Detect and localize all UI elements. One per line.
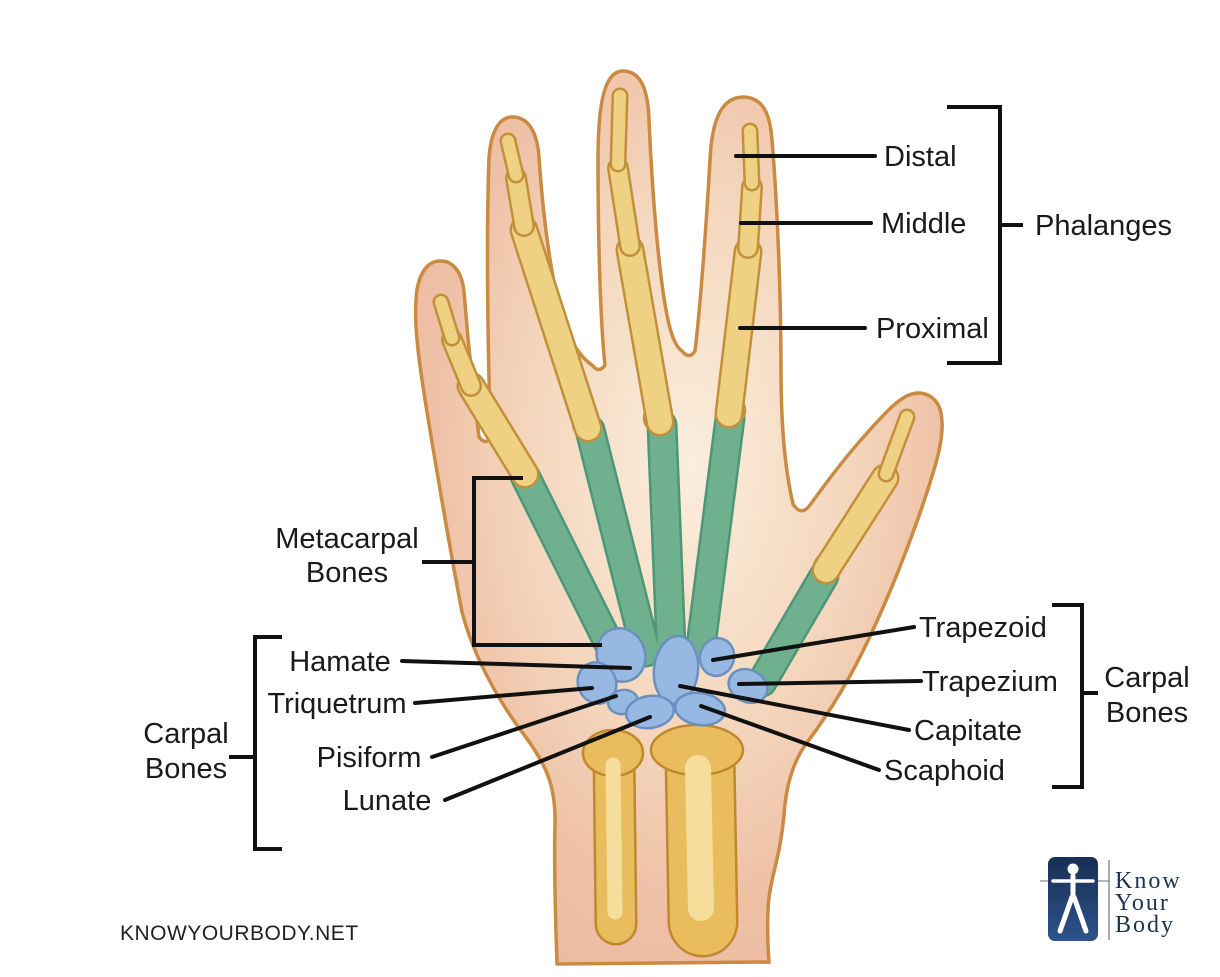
leader-triquetrum xyxy=(413,686,594,705)
watermark-text: KNOWYOURBODY.NET xyxy=(120,922,359,945)
bracket-phalanges xyxy=(947,105,1002,365)
forearm-left-highlight xyxy=(605,757,623,920)
bracket-carpal-left xyxy=(253,635,282,851)
leader-trapezoid xyxy=(711,625,916,662)
know-your-body-logo: Know Your Body xyxy=(1040,857,1182,941)
leader-scaphoid xyxy=(699,704,881,772)
label-trapezium: Trapezium xyxy=(922,666,1058,698)
forearm-right-highlight xyxy=(685,755,714,921)
labels: Distal Middle Proximal Phalanges Metacar… xyxy=(143,141,1189,817)
label-distal: Distal xyxy=(884,141,957,173)
label-capitate: Capitate xyxy=(914,715,1022,747)
forearm-bones xyxy=(581,722,745,958)
label-metacarpal-line1: Metacarpal xyxy=(275,523,418,555)
logo-word-your: Your xyxy=(1115,890,1170,916)
brackets xyxy=(229,105,1098,851)
metacarpal-bones-group xyxy=(509,402,840,698)
distal-phalanges-fill xyxy=(435,90,913,480)
label-carpal-left-line2: Bones xyxy=(145,753,227,785)
carpal-trapezoid xyxy=(698,636,736,678)
logo-word-know: Know xyxy=(1115,868,1182,894)
label-carpal-left-line1: Carpal xyxy=(143,718,228,750)
label-scaphoid: Scaphoid xyxy=(884,755,1005,787)
label-triquetrum: Triquetrum xyxy=(267,688,406,720)
bracket-carpal-right xyxy=(1052,603,1084,789)
label-proximal: Proximal xyxy=(876,313,989,345)
label-lunate: Lunate xyxy=(343,785,432,817)
figure-leg-right xyxy=(1071,894,1089,934)
label-carpal-right-line1: Carpal xyxy=(1104,662,1189,694)
label-pisiform: Pisiform xyxy=(317,742,422,774)
figure-head xyxy=(1067,863,1079,875)
leader-lines xyxy=(400,154,923,802)
label-hamate: Hamate xyxy=(289,646,391,678)
logo-word-body: Body xyxy=(1115,912,1175,938)
label-carpal-right-line2: Bones xyxy=(1106,697,1188,729)
leader-trapezium xyxy=(737,679,923,686)
proximal-phalanges-fill xyxy=(459,218,897,582)
leader-pisiform xyxy=(430,694,618,759)
human-figure-icon xyxy=(1051,863,1095,934)
label-phalanges: Phalanges xyxy=(1035,210,1172,242)
carpal-trapezium xyxy=(727,667,769,705)
metacarpals-fill xyxy=(512,405,837,695)
leader-capitate xyxy=(678,684,911,732)
phalanges-group xyxy=(432,87,916,585)
middle-phalanges-fill xyxy=(443,159,761,395)
figure-leg-left xyxy=(1057,894,1075,934)
label-trapezoid: Trapezoid xyxy=(919,612,1047,644)
leader-lunate xyxy=(443,715,652,802)
label-metacarpal-line2: Bones xyxy=(306,557,388,589)
leader-hamate xyxy=(400,659,632,670)
label-middle: Middle xyxy=(881,208,966,240)
